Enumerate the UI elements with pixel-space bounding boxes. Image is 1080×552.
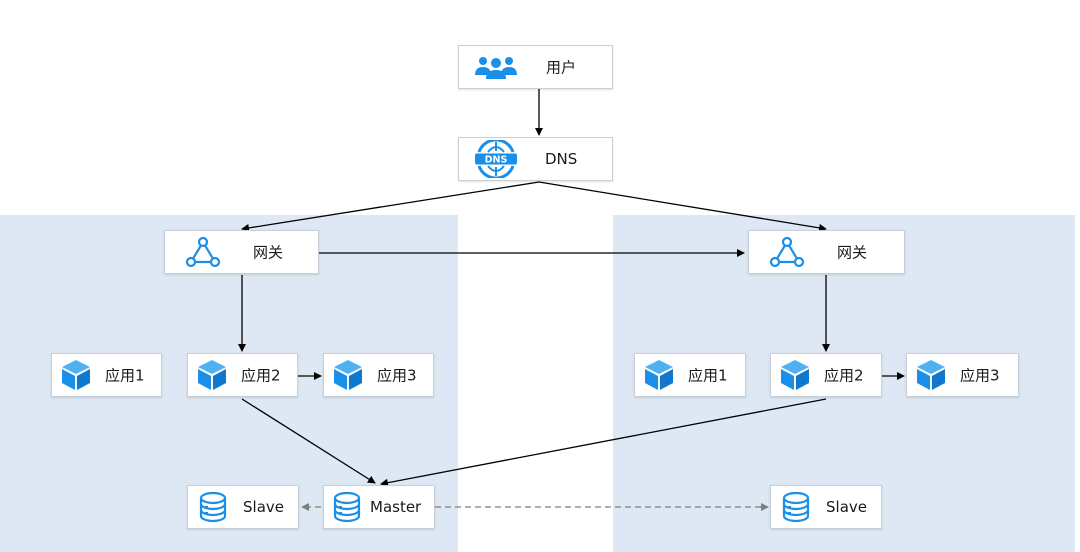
left-app2-label: 应用2 (241, 366, 281, 385)
right-app1-node: 应用1 (634, 353, 746, 397)
right-gateway-node: 网关 (748, 230, 905, 274)
master-label: Master (370, 498, 422, 516)
right-app2-node: 应用2 (770, 353, 882, 397)
edge-dns-right-gateway (538, 181, 827, 232)
left-app3-node: 应用3 (323, 353, 434, 397)
database-icon (198, 491, 228, 523)
right-slave-label: Slave (826, 498, 867, 516)
cube-icon (60, 358, 92, 392)
database-icon (332, 491, 362, 523)
right-app3-node: 应用3 (906, 353, 1019, 397)
left-slave-node: Slave (187, 485, 299, 529)
edge-dns-left-gateway (241, 181, 540, 232)
right-slave-node: Slave (770, 485, 882, 529)
svg-text:DNS: DNS (485, 155, 508, 166)
cube-icon (643, 358, 675, 392)
users-icon (473, 54, 519, 80)
dns-globe-icon: DNS (473, 140, 519, 178)
right-gateway-label: 网关 (837, 243, 868, 262)
gateway-triangle-icon (769, 236, 805, 268)
dns-label: DNS (545, 150, 578, 168)
master-node: Master (323, 485, 435, 529)
user-node: 用户 (458, 45, 613, 89)
cube-icon (915, 358, 947, 392)
left-app3-label: 应用3 (377, 366, 417, 385)
left-app1-label: 应用1 (105, 366, 145, 385)
left-app2-node: 应用2 (187, 353, 298, 397)
user-label: 用户 (546, 58, 577, 77)
right-app3-label: 应用3 (960, 366, 1000, 385)
database-icon (781, 491, 811, 523)
left-gateway-label: 网关 (253, 243, 284, 262)
edge-left-app2-master (241, 398, 376, 484)
edge-right-app2-master (380, 398, 827, 487)
right-app2-label: 应用2 (824, 366, 864, 385)
left-gateway-node: 网关 (164, 230, 319, 274)
right-app1-label: 应用1 (688, 366, 728, 385)
cube-icon (196, 358, 228, 392)
gateway-triangle-icon (185, 236, 221, 268)
cube-icon (332, 358, 364, 392)
cube-icon (779, 358, 811, 392)
left-app1-node: 应用1 (51, 353, 162, 397)
dns-node: DNS DNS (458, 137, 613, 181)
left-slave-label: Slave (243, 498, 284, 516)
